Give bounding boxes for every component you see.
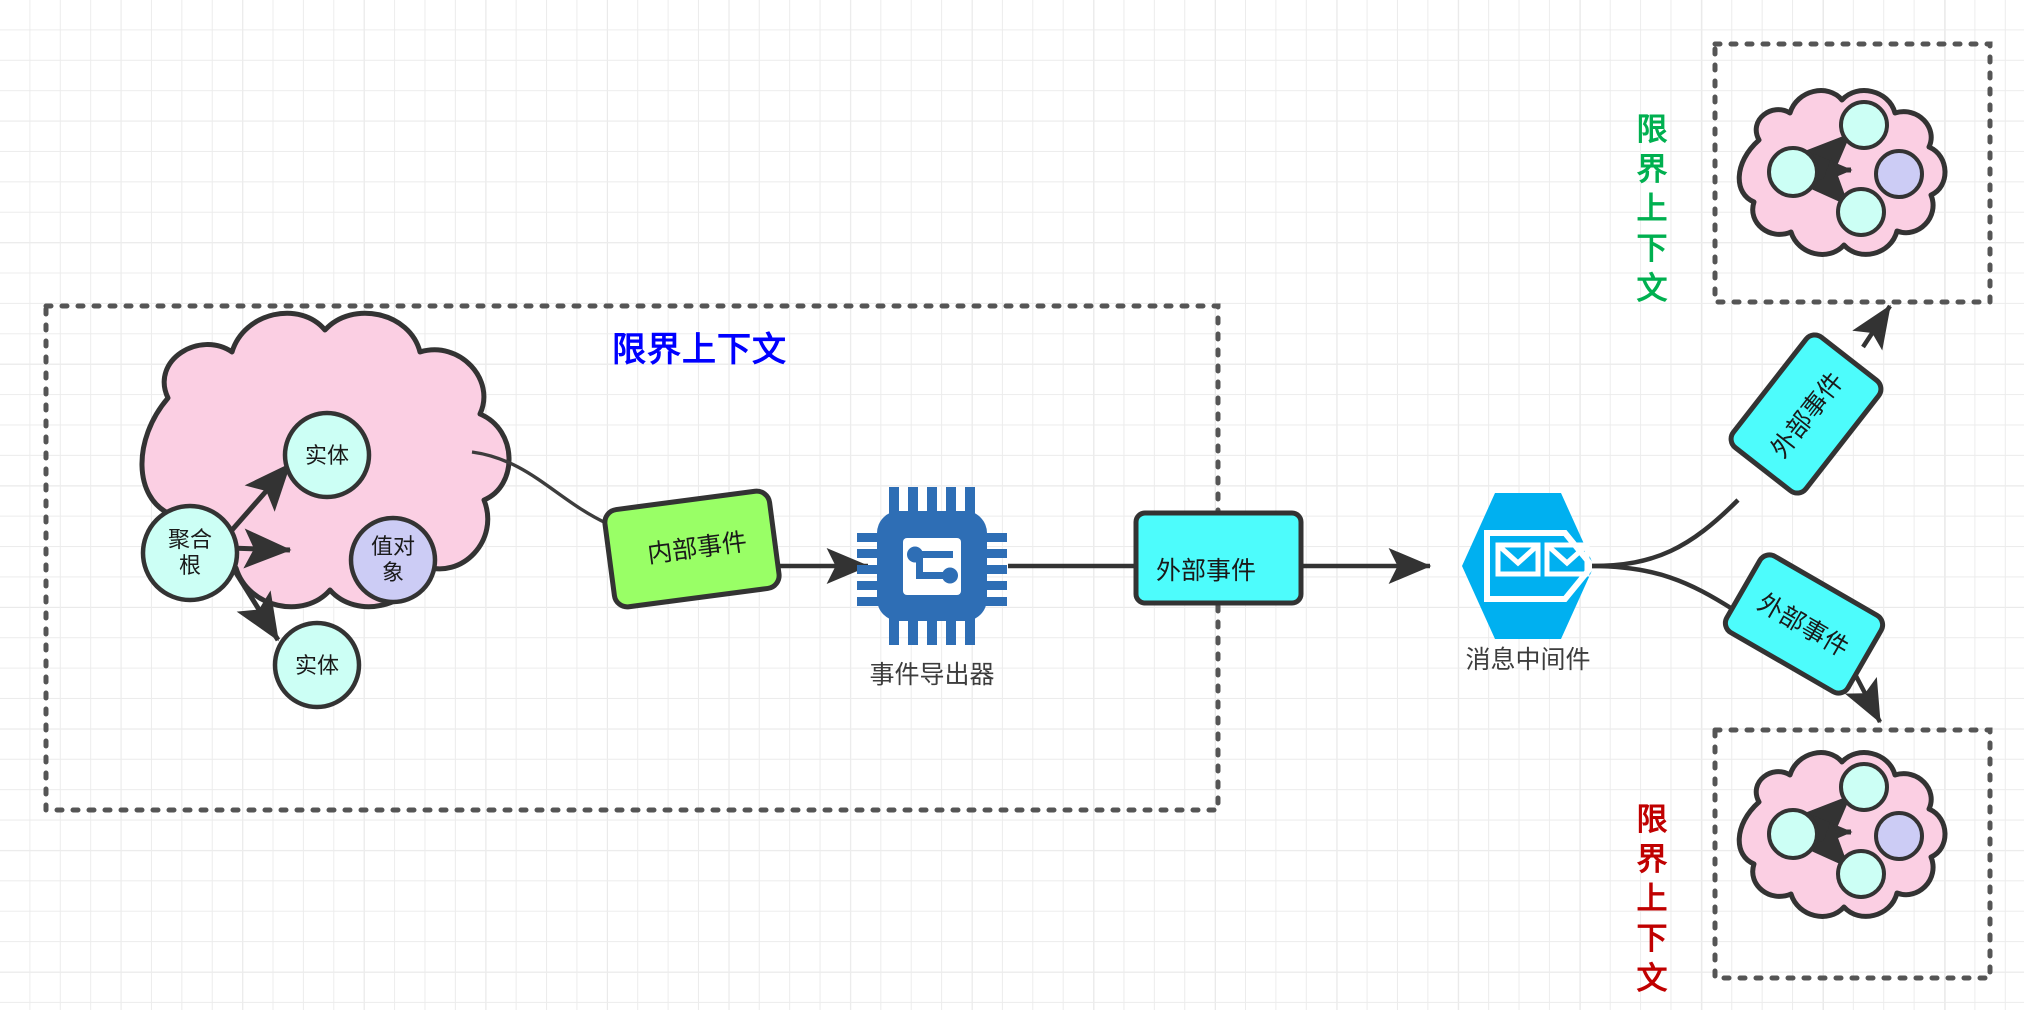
bounded-context-bottom-border bbox=[1712, 727, 1993, 981]
aggregate-internal-arrows bbox=[223, 462, 292, 642]
value-object-circle bbox=[348, 515, 438, 605]
entity-circle-bottom bbox=[272, 620, 362, 710]
bounded-context-top-title: 限界上下文 bbox=[1636, 112, 1668, 306]
message-middleware-icon bbox=[1462, 493, 1596, 639]
entity-circle-top bbox=[282, 410, 372, 500]
external-event-upper-box[interactable] bbox=[1727, 331, 1886, 498]
bounded-context-bottom-title: 限界上下文 bbox=[1636, 802, 1668, 996]
envelope-icon-right bbox=[1544, 542, 1590, 577]
aggregate-cloud-top bbox=[1736, 88, 1948, 257]
internal-event-box[interactable] bbox=[602, 488, 782, 610]
bounded-context-top-border bbox=[1712, 41, 1993, 305]
message-middleware-caption: 消息中间件 bbox=[1465, 646, 1591, 674]
event-exporter-caption: 事件导出器 bbox=[869, 661, 995, 689]
aggregate-cloud-bottom bbox=[1736, 750, 1948, 919]
edge-external-upper-to-context-top bbox=[1852, 304, 1892, 351]
edge-aggregate-to-internal-event bbox=[471, 450, 609, 526]
chip-icon bbox=[857, 487, 1007, 645]
envelope-icon-left bbox=[1495, 542, 1541, 577]
external-event-center-box[interactable] bbox=[1133, 510, 1304, 606]
edge-external-lower-to-context-bottom bbox=[1844, 674, 1882, 724]
bounded-context-main-title: 限界上下文 bbox=[612, 331, 787, 369]
aggregate-root-circle bbox=[140, 503, 240, 603]
external-event-lower-box[interactable] bbox=[1721, 551, 1886, 697]
edge-middleware-to-external-lower bbox=[1591, 563, 1736, 612]
edge-middleware-to-external-upper bbox=[1591, 498, 1740, 569]
